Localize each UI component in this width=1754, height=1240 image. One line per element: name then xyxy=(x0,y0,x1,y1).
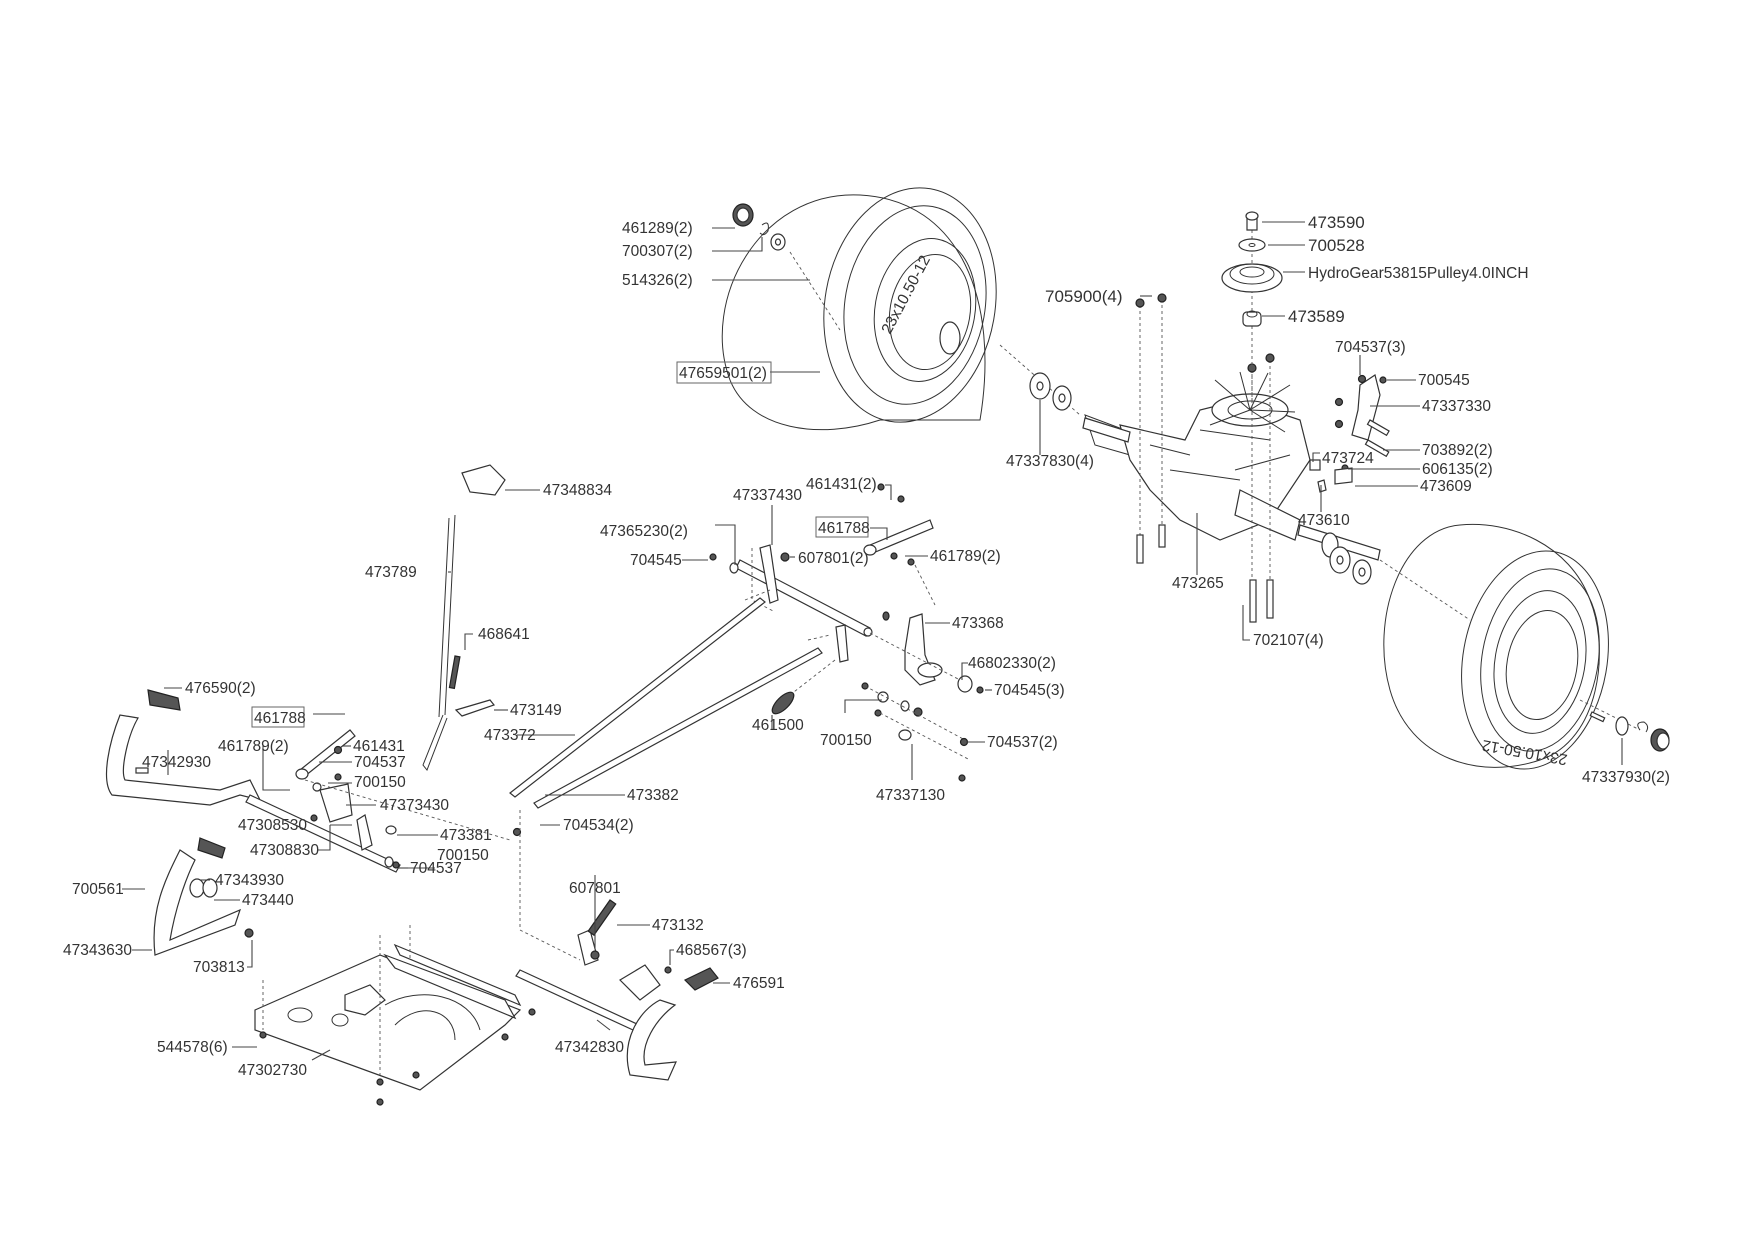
callout-705900: 705900(4) xyxy=(1045,287,1123,306)
callout-47373430: 47373430 xyxy=(380,797,449,814)
callout-704545: 704545 xyxy=(630,552,682,569)
callout-47659501: 47659501(2) xyxy=(679,365,767,382)
callout-46802330: 46802330(2) xyxy=(968,655,1056,672)
axle-washers-left xyxy=(999,344,1081,416)
callout-468641: 468641 xyxy=(478,626,530,643)
axle-washers-right xyxy=(1329,546,1471,621)
transaxle xyxy=(1082,305,1381,623)
tire-marking-left: 23x10.50-12 xyxy=(879,253,934,337)
callout-704534: 704534(2) xyxy=(563,817,634,834)
callout-704537-a: 704537 xyxy=(354,754,406,771)
callout-47337830: 47337830(4) xyxy=(1006,453,1094,470)
callout-47302730: 47302730 xyxy=(238,1062,307,1079)
leader-lines xyxy=(122,221,1623,1061)
callout-473610: 473610 xyxy=(1298,512,1350,529)
callout-704537-b: 704537 xyxy=(410,860,462,877)
bracket-right xyxy=(1309,374,1390,493)
callout-476590: 476590(2) xyxy=(185,680,256,697)
floor-plate xyxy=(254,925,536,1106)
callout-473149: 473149 xyxy=(510,702,562,719)
callout-704545-3: 704545(3) xyxy=(994,682,1065,699)
callout-461788-top: 461788 xyxy=(818,520,870,537)
callout-473440: 473440 xyxy=(242,892,294,909)
callout-703813: 703813 xyxy=(193,959,245,976)
callout-700150-center: 700150 xyxy=(820,732,872,749)
callout-461289: 461289(2) xyxy=(622,220,693,237)
callout-473372: 473372 xyxy=(484,727,536,744)
callout-704537-3: 704537(3) xyxy=(1335,339,1406,356)
callout-box-461788-lower xyxy=(251,706,305,728)
left-wheel: 23x10.50-12 xyxy=(721,187,997,431)
callout-473132: 473132 xyxy=(652,917,704,934)
callout-box-47659501 xyxy=(676,361,772,384)
callout-473609: 473609 xyxy=(1420,478,1472,495)
tire-marking-right: 23x10.50-12 xyxy=(1481,736,1569,768)
callout-700150-b: 700150 xyxy=(437,847,489,864)
callout-461789-top: 461789(2) xyxy=(930,548,1001,565)
pulley-stack xyxy=(1135,211,1283,400)
callout-473265: 473265 xyxy=(1172,575,1224,592)
callout-544578: 544578(6) xyxy=(157,1039,228,1056)
callout-700545: 700545 xyxy=(1418,372,1470,389)
callout-473381: 473381 xyxy=(440,827,492,844)
callout-47342830: 47342830 xyxy=(555,1039,624,1056)
callout-box-461788-top xyxy=(815,516,869,538)
center-linkage xyxy=(509,483,984,809)
callout-47337330: 47337330 xyxy=(1422,398,1491,415)
callout-704537-2: 704537(2) xyxy=(987,734,1058,751)
callout-700561: 700561 xyxy=(72,881,124,898)
callout-47348834: 47348834 xyxy=(543,482,612,499)
callout-47337130: 47337130 xyxy=(876,787,945,804)
callout-473382: 473382 xyxy=(627,787,679,804)
callout-703892: 703892(2) xyxy=(1422,442,1493,459)
callout-700528: 700528 xyxy=(1308,236,1365,255)
callout-labels: 461289(2) 700307(2) 514326(2) 47659501(2… xyxy=(63,213,1670,1079)
callout-47308530: 47308530 xyxy=(238,817,307,834)
callout-473590: 473590 xyxy=(1308,213,1365,232)
callout-700307: 700307(2) xyxy=(622,243,693,260)
callout-461431-2: 461431(2) xyxy=(806,476,877,493)
callout-461500: 461500 xyxy=(752,717,804,734)
callout-47365230: 47365230(2) xyxy=(600,523,688,540)
callout-47343930: 47343930 xyxy=(215,872,284,889)
callout-47308830: 47308830 xyxy=(250,842,319,859)
callout-476591: 476591 xyxy=(733,975,785,992)
callout-473724: 473724 xyxy=(1322,450,1374,467)
callout-473368: 473368 xyxy=(952,615,1004,632)
right-hub-hardware xyxy=(1579,699,1670,752)
callout-461789-lower: 461789(2) xyxy=(218,738,289,755)
callout-702107: 702107(4) xyxy=(1253,632,1324,649)
callout-47337430: 47337430 xyxy=(733,487,802,504)
callout-514326: 514326(2) xyxy=(622,272,693,289)
right-pedal-assembly xyxy=(515,810,719,1081)
callout-461431: 461431 xyxy=(353,738,405,755)
left-hub-hardware xyxy=(732,203,841,331)
callout-606135: 606135(2) xyxy=(1422,461,1493,478)
callout-hydrogear-pulley: HydroGear53815Pulley4.0INCH xyxy=(1308,265,1529,282)
callout-47337930: 47337930(2) xyxy=(1582,769,1670,786)
callout-461788-lower: 461788 xyxy=(254,710,306,727)
callout-607801-2: 607801(2) xyxy=(798,550,869,567)
callout-607801: 607801 xyxy=(569,880,621,897)
callout-700150-a: 700150 xyxy=(354,774,406,791)
callout-47343630: 47343630 xyxy=(63,942,132,959)
left-linkage xyxy=(105,464,522,956)
callout-473789: 473789 xyxy=(365,564,417,581)
callout-47342930: 47342930 xyxy=(142,754,211,771)
right-wheel: 23x10.50-12 xyxy=(1383,523,1609,770)
callout-468567: 468567(3) xyxy=(676,942,747,959)
callout-473589: 473589 xyxy=(1288,307,1345,326)
